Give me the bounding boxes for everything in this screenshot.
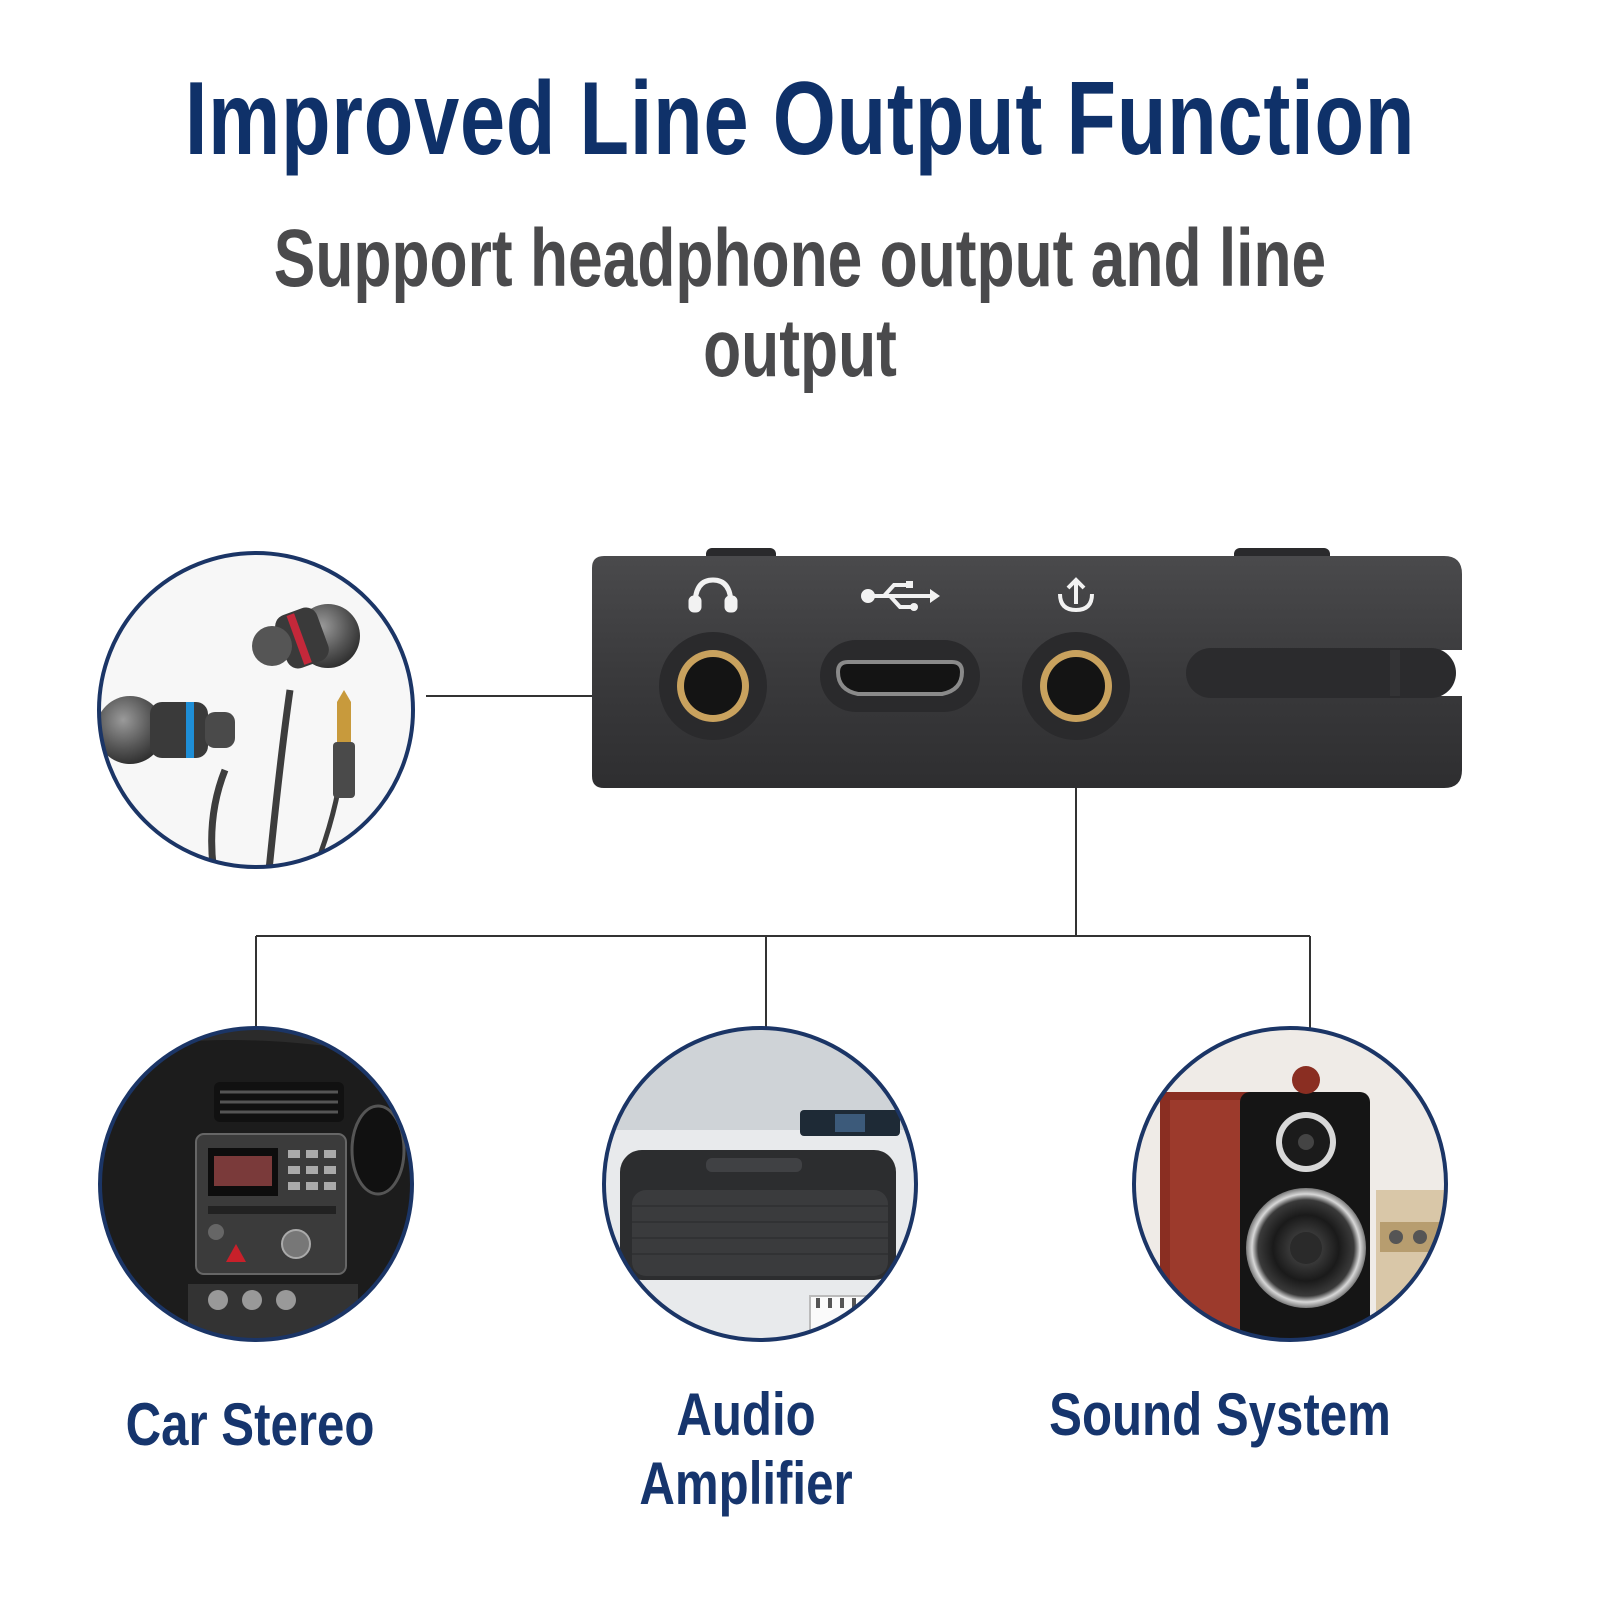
car-stereo-image [98, 1026, 414, 1342]
dac-device [592, 548, 1462, 788]
micro-usb-port[interactable] [820, 581, 980, 712]
headphone-icon [688, 577, 738, 613]
caption-sound-system: Sound System [1049, 1381, 1391, 1448]
usb-icon [861, 581, 940, 611]
audio-amplifier-image [602, 1026, 918, 1342]
earphones-image [97, 551, 415, 869]
caption-car-stereo: Car Stereo [125, 1391, 375, 1458]
sound-system-image [1132, 1026, 1448, 1342]
headphone-port[interactable] [659, 577, 767, 740]
page-title: Improved Line Output Function [184, 61, 1416, 177]
caption-audio-amplifier: Audio Amplifier [639, 1381, 853, 1517]
line-out-icon [1058, 577, 1094, 613]
line-out-port[interactable] [1022, 577, 1130, 740]
page-subtitle: Support headphone output and line output [273, 213, 1327, 395]
